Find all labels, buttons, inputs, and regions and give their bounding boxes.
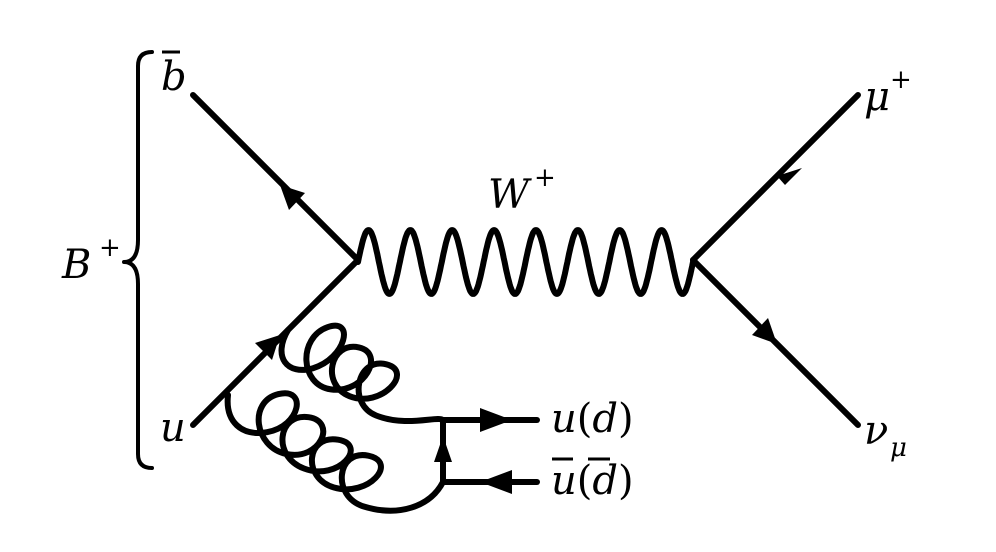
pair-vertical-arrow [434,436,452,462]
out-quark-paren-open: ( [577,396,593,442]
out-antiquark-paren-open: ( [577,458,593,504]
neutrino-flavor: μ [890,433,907,463]
bbar-quark-line [190,92,361,263]
meson-charge: + [99,233,121,263]
out-antiquark-label: u(d) [551,458,634,504]
out-antiquark-name: u [551,458,577,504]
muon-label: μ [864,74,890,120]
u-arrow [255,335,280,360]
gluon-lower [224,390,446,514]
neutrino-label: ν [864,408,888,454]
out-antiquark-alt: d [592,458,618,504]
u-in-label: u [160,405,186,451]
out-antiquark-arrow [480,470,512,494]
neutrino-arrow [752,318,777,344]
meson-brace [122,50,154,470]
out-quark-arrow [480,408,512,432]
w-boson-charge: + [534,163,556,193]
bbar-label: b [161,54,187,100]
muon-line [690,92,861,263]
gluon-upper [278,322,446,425]
out-quark-alt: d [592,396,618,442]
out-quark-label: u(d) [551,396,634,442]
out-quark-name: u [551,396,577,442]
w-boson-line [355,227,696,297]
w-boson-label: W [488,172,532,218]
meson-label: B [61,242,91,288]
out-quark-paren-close: ) [618,396,634,442]
bbar-arrow [280,185,305,210]
out-antiquark-paren-close: ) [618,458,634,504]
muon-arrow [777,168,802,185]
muon-charge: + [890,65,912,95]
